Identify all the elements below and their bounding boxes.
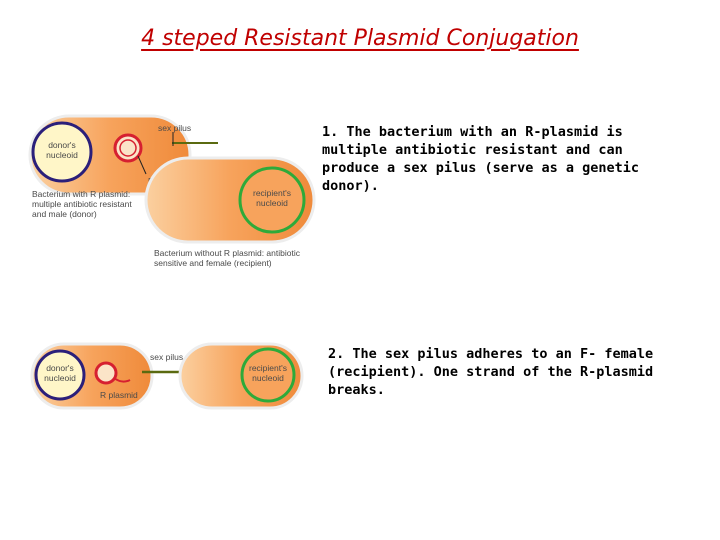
recipient-nucleoid xyxy=(238,166,306,234)
r-plasmid xyxy=(113,133,143,163)
r-plasmid-label-2: R plasmid xyxy=(100,390,138,400)
donor-caption: Bacterium with R plasmid: multiple antib… xyxy=(32,189,134,219)
sex-pilus-label-2: sex pilus xyxy=(150,352,183,362)
recipient-caption: Bacterium without R plasmid: antibiotic … xyxy=(154,248,302,268)
step-1-description: 1. The bacterium with an R-plasmid is mu… xyxy=(322,124,639,194)
slide-title: 4 steped Resistant Plasmid Conjugation xyxy=(141,26,579,51)
recipient-nucleoid-2 xyxy=(240,347,296,403)
sex-pilus-label: sex pilus xyxy=(158,123,191,133)
step-2-description: 2. The sex pilus adheres to an F- female… xyxy=(328,346,654,398)
r-plasmid-2 xyxy=(94,361,118,385)
donor-nucleoid-2 xyxy=(34,349,86,401)
donor-nucleoid xyxy=(31,121,93,183)
